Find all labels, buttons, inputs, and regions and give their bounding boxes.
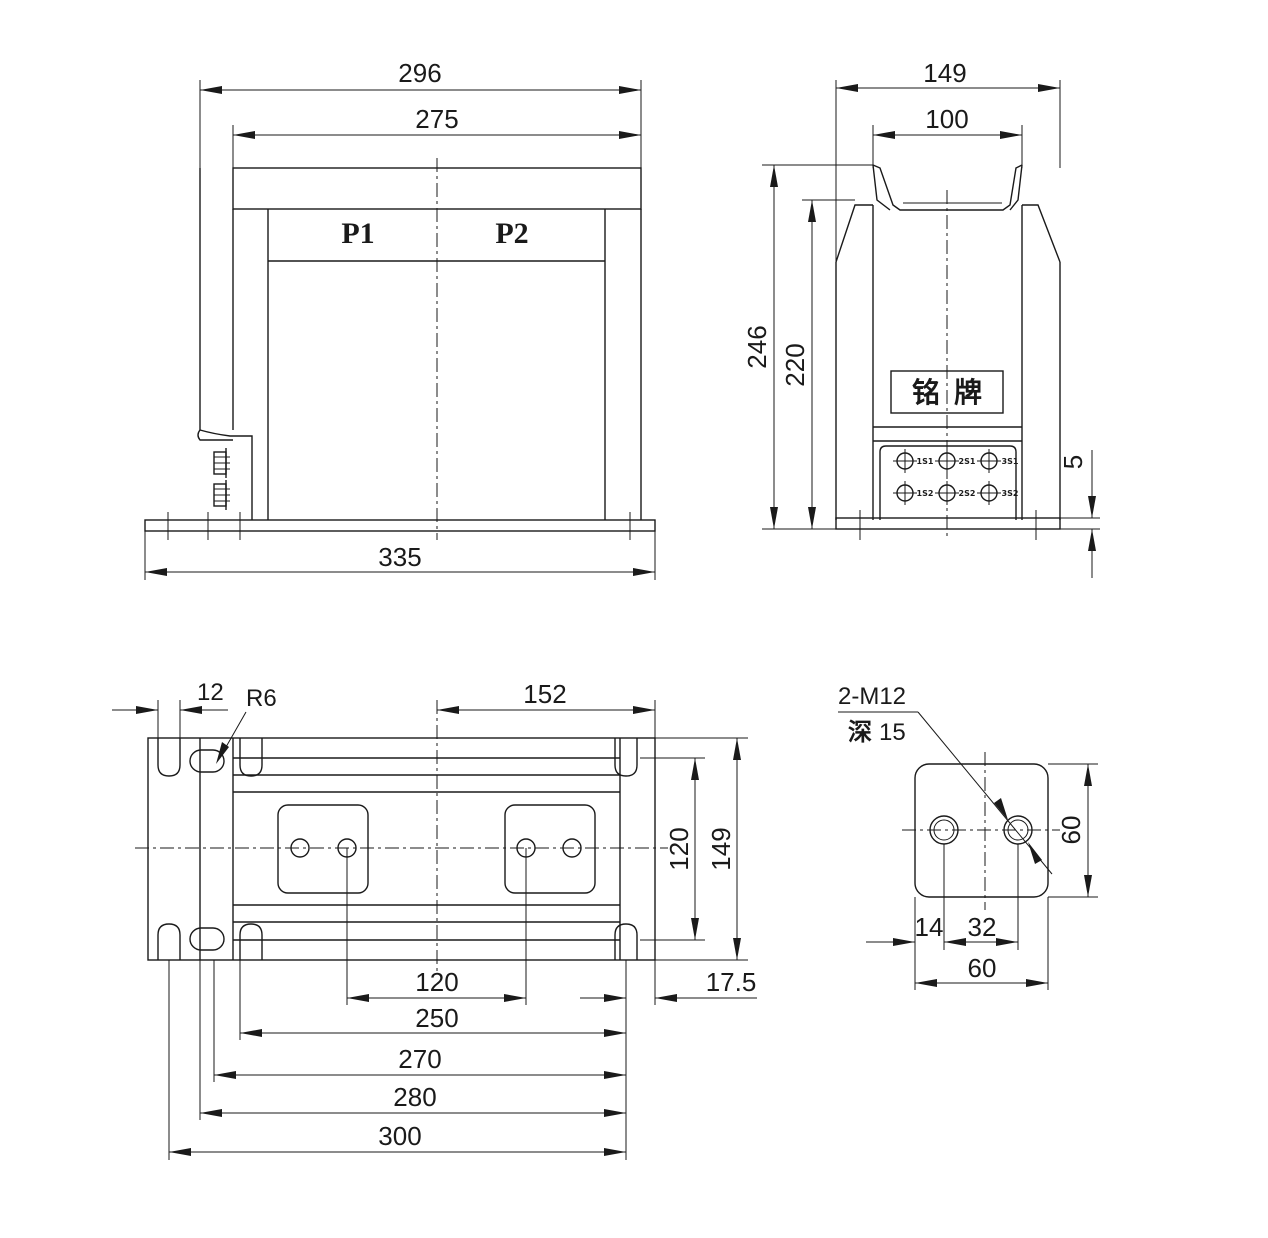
terminal-1s1: 1S1 [917, 457, 934, 466]
dim-335: 335 [378, 542, 421, 572]
dim-14: 14 [915, 912, 944, 942]
terminal-label-p1: P1 [341, 217, 374, 250]
dim-149-side: 149 [923, 58, 966, 88]
dim-300: 300 [378, 1121, 421, 1151]
depth-value: 15 [879, 719, 906, 746]
terminal-3s2: 3S2 [1002, 489, 1019, 498]
dim-275: 275 [415, 104, 458, 134]
dim-12: 12 [197, 679, 224, 706]
dim-60-horizontal: 60 [968, 953, 997, 983]
secondary-bolt-lower [213, 480, 230, 510]
terminal-detail-view: 2-M12 深 15 60 14 32 60 [838, 683, 1098, 990]
dim-270: 270 [398, 1044, 441, 1074]
mounting-slots [157, 738, 638, 960]
side-view: 149 100 铭 牌 1S1 2S [742, 58, 1100, 578]
dim-250: 250 [415, 1003, 458, 1033]
dim-220: 220 [780, 343, 810, 386]
nameplate-char-1: 铭 [912, 376, 940, 409]
dim-246: 246 [742, 325, 772, 368]
primary-terminal-pad-1 [277, 804, 369, 894]
dim-296: 296 [398, 58, 441, 88]
dim-120-horizontal: 120 [415, 967, 458, 997]
dim-r6: R6 [246, 685, 277, 712]
terminal-3s1: 3S1 [1002, 457, 1019, 466]
depth-label: 深 [848, 718, 872, 746]
dim-149-vertical: 149 [706, 827, 736, 870]
secondary-bolt-upper [213, 448, 230, 478]
terminal-label-p2: P2 [495, 217, 528, 250]
dim-280: 280 [393, 1082, 436, 1112]
plan-view: 12 R6 152 120 149 120 [112, 679, 757, 1160]
dim-17-5: 17.5 [706, 967, 757, 997]
dim-60-vertical: 60 [1056, 816, 1086, 845]
front-view: 296 275 [144, 58, 656, 580]
dim-5: 5 [1058, 455, 1088, 469]
thread-spec-label: 2-M12 [838, 683, 906, 710]
dim-100: 100 [925, 104, 968, 134]
primary-terminal-pad-2 [504, 804, 596, 894]
dim-152: 152 [523, 679, 566, 709]
dim-120-vertical: 120 [664, 827, 694, 870]
dim-32: 32 [968, 912, 997, 942]
terminal-1s2: 1S2 [917, 489, 934, 498]
terminal-2s1: 2S1 [959, 457, 976, 466]
nameplate-char-2: 牌 [954, 376, 982, 409]
secondary-terminal-block: 1S1 2S1 3S1 1S2 2S2 3S2 [893, 449, 1019, 505]
terminal-2s2: 2S2 [959, 489, 976, 498]
